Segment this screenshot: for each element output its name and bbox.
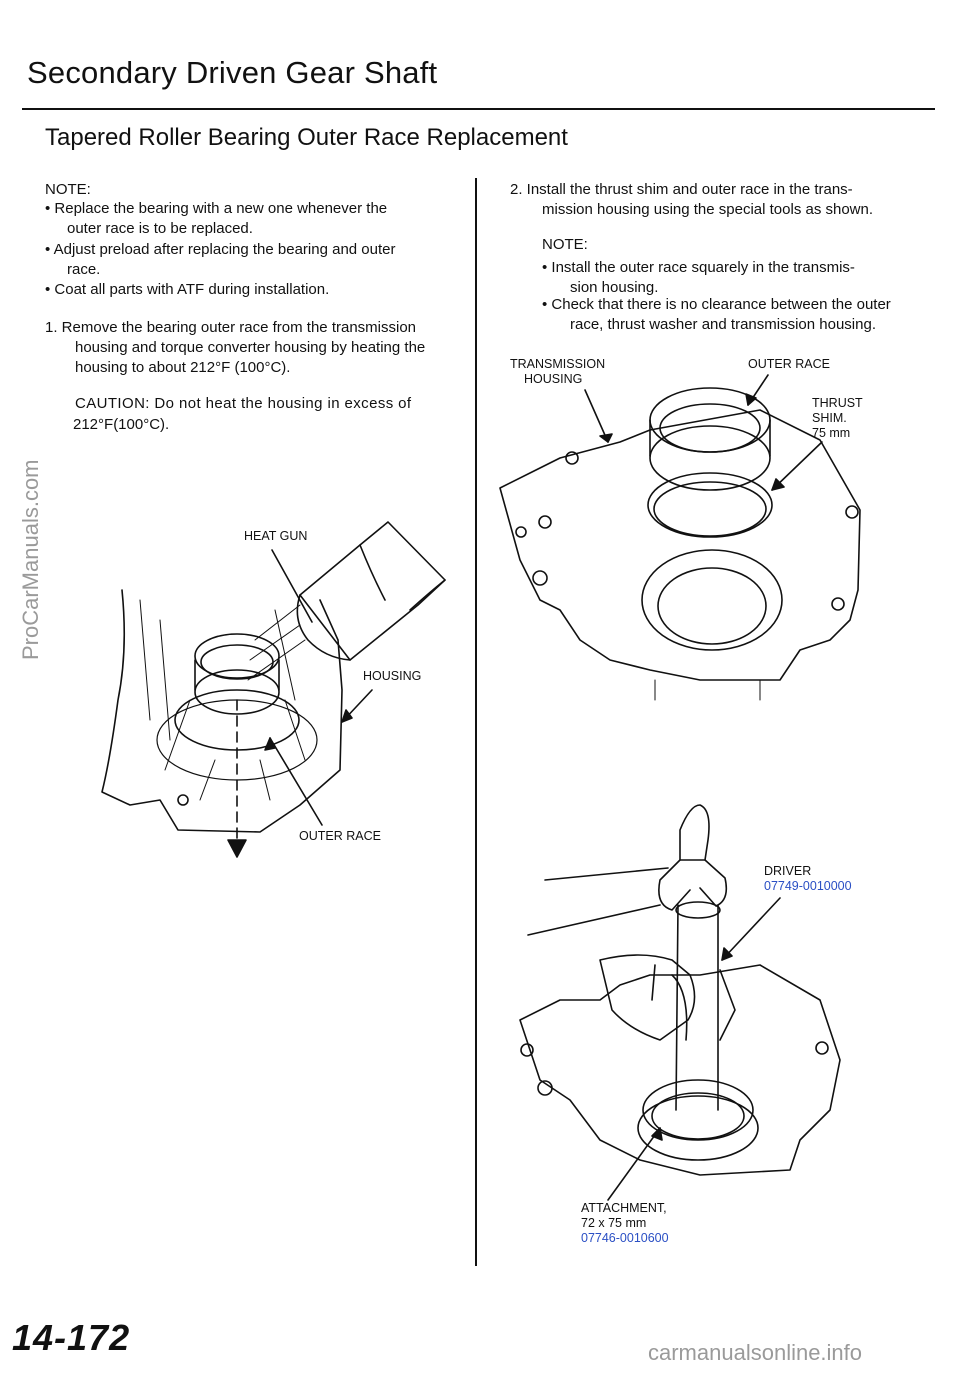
label-outer-race: OUTER RACE	[299, 829, 381, 843]
heat-gun-body	[299, 521, 446, 661]
label-line: THRUST	[812, 396, 863, 410]
note-line: race, thrust washer and transmission hou…	[570, 316, 876, 333]
leader-transmission-housing	[584, 389, 609, 443]
caution-line: 212°F(100°C).	[73, 416, 170, 433]
note-line: • Adjust preload after replacing the bea…	[45, 241, 396, 258]
housing-outline	[101, 589, 343, 833]
note-line: sion housing.	[570, 279, 659, 296]
leader-outer-race	[269, 737, 323, 826]
step-line: mission housing using the special tools …	[542, 201, 874, 218]
driver-part-number: 07749-0010000	[764, 879, 852, 893]
note-item: • Check that there is no clearance betwe…	[542, 295, 917, 335]
label-line: 75 mm	[812, 426, 851, 440]
step-1: 1. Remove the bearing outer race from th…	[45, 318, 450, 378]
step-line: housing to about 212°F (100°C).	[75, 359, 291, 376]
heat-gun-illustration	[101, 521, 446, 858]
thrust-shim	[647, 472, 773, 538]
housing-bore	[641, 549, 783, 651]
label-heat-gun: HEAT GUN	[244, 529, 308, 543]
label-attachment: ATTACHMENT, 72 x 75 mm 07746-0010600	[581, 1201, 669, 1246]
label-line: TRANSMISSION	[510, 357, 606, 371]
arrow-down-icon	[227, 839, 247, 858]
note-line: outer race is to be replaced.	[67, 220, 253, 237]
transmission-housing-outline	[499, 409, 861, 681]
note-heading-left: NOTE:	[45, 181, 91, 198]
page-title: Secondary Driven Gear Shaft	[27, 55, 438, 90]
label-line: SHIM.	[812, 411, 847, 425]
label-line: HOUSING	[524, 372, 583, 386]
note-line: • Check that there is no clearance betwe…	[542, 296, 891, 313]
step-2: 2. Install the thrust shim and outer rac…	[510, 180, 915, 220]
race-shim-illustration	[499, 374, 861, 701]
note-item: • Install the outer race squarely in the…	[542, 258, 917, 298]
hand	[599, 954, 696, 1041]
label-line: ATTACHMENT,	[581, 1201, 667, 1215]
label-line: 72 x 75 mm	[581, 1216, 647, 1230]
step-line: 1. Remove the bearing outer race from th…	[45, 319, 417, 336]
label-transmission-housing: TRANSMISSION HOUSING	[510, 357, 605, 387]
leader-attachment	[607, 1127, 661, 1201]
note-heading-right: NOTE:	[542, 236, 588, 253]
label-thrust-shim: THRUST SHIM. 75 mm	[812, 396, 863, 441]
driver-illustration	[519, 804, 841, 1201]
hammer-head	[679, 804, 710, 861]
hammer-handle	[544, 867, 669, 881]
leader-driver	[721, 897, 781, 961]
attachment	[642, 1079, 754, 1141]
label-outer-race-right: OUTER RACE	[748, 357, 830, 371]
caution-line: CAUTION: Do not heat the housing in exce…	[75, 395, 412, 412]
page-number: 14-172	[12, 1317, 131, 1358]
note-line: • Coat all parts with ATF during install…	[45, 281, 330, 298]
note-item: • Adjust preload after replacing the bea…	[45, 240, 449, 280]
label-driver: DRIVER 07749-0010000	[764, 864, 852, 894]
section-subtitle: Tapered Roller Bearing Outer Race Replac…	[45, 124, 568, 151]
step-line: housing and torque converter housing by …	[75, 339, 426, 356]
heat-gun-nozzle	[296, 594, 351, 661]
watermark-side: ProCarManuals.com	[18, 459, 43, 660]
step-line: 2. Install the thrust shim and outer rac…	[510, 181, 853, 198]
note-line: • Replace the bearing with a new one whe…	[45, 200, 388, 217]
note-line: race.	[67, 261, 101, 278]
watermark-bottom: carmanualsonline.info	[648, 1340, 863, 1365]
attachment-part-number: 07746-0010600	[581, 1231, 669, 1245]
note-line: • Install the outer race squarely in the…	[542, 259, 855, 276]
note-item: • Replace the bearing with a new one whe…	[45, 199, 449, 239]
label-line: DRIVER	[764, 864, 812, 878]
leader-thrust-shim	[771, 441, 823, 491]
label-housing: HOUSING	[363, 669, 422, 683]
column-divider	[475, 178, 477, 1266]
outer-race-ring-top	[194, 633, 280, 679]
housing-outline-lower	[519, 964, 841, 1176]
caution-text: CAUTION: Do not heat the housing in exce…	[73, 393, 450, 435]
note-item: • Coat all parts with ATF during install…	[45, 280, 449, 300]
title-rule	[22, 108, 935, 110]
leader-heat-gun	[271, 549, 313, 623]
driver-shaft	[675, 904, 719, 1111]
